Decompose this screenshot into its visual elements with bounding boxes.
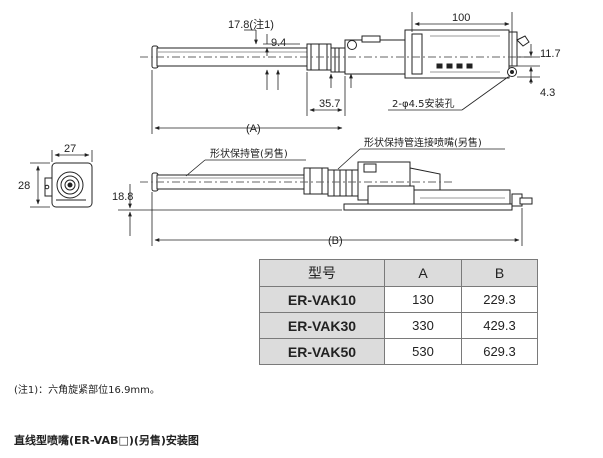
side-view: [118, 148, 533, 246]
dim-35-7: 35.7: [319, 98, 340, 110]
header-b: B: [461, 259, 538, 287]
dim-b: (B): [328, 235, 343, 247]
label-shape-tube: 形状保持管(另售): [210, 147, 288, 160]
cell-a: 330: [384, 312, 462, 339]
cell-model: ER-VAK50: [259, 338, 385, 365]
dim-100: 100: [452, 12, 470, 24]
header-a: A: [384, 259, 462, 287]
dim-27: 27: [64, 143, 76, 155]
dim-9-4: 9.4: [271, 37, 286, 49]
cell-model: ER-VAK10: [259, 286, 385, 313]
end-view: [30, 150, 93, 208]
footnote: (注1)：六角旋紧部位16.9mm。: [14, 385, 160, 396]
cell-model: ER-VAK30: [259, 312, 385, 339]
table-row: ER-VAK30 330 429.3: [259, 312, 538, 339]
header-model: 型号: [259, 259, 385, 287]
dim-a: (A): [246, 123, 261, 135]
table-header-row: 型号 A B: [259, 259, 538, 287]
dim-17-8: 17.8(注1): [228, 17, 274, 31]
label-mounting-hole: 2-φ4.5安装孔: [392, 97, 454, 110]
cell-a: 530: [384, 338, 462, 365]
dim-18-8: 18.8: [112, 191, 133, 203]
figure-caption: 直线型喷嘴(ER-VAB□)(另售)安装图: [14, 434, 199, 447]
label-tube-nozzle: 形状保持管连接喷嘴(另售): [364, 136, 482, 149]
table-row: ER-VAK50 530 629.3: [259, 338, 538, 365]
dim-28: 28: [18, 180, 30, 192]
top-view: [140, 29, 535, 79]
cell-a: 130: [384, 286, 462, 313]
model-dimension-table: 型号 A B ER-VAK10 130 229.3 ER-VAK30 330 4…: [259, 259, 538, 365]
dim-11-7: 11.7: [540, 48, 561, 60]
cell-b: 429.3: [461, 312, 538, 339]
cell-b: 229.3: [461, 286, 538, 313]
dim-4-3: 4.3: [540, 87, 555, 99]
cell-b: 629.3: [461, 338, 538, 365]
table-row: ER-VAK10 130 229.3: [259, 286, 538, 313]
